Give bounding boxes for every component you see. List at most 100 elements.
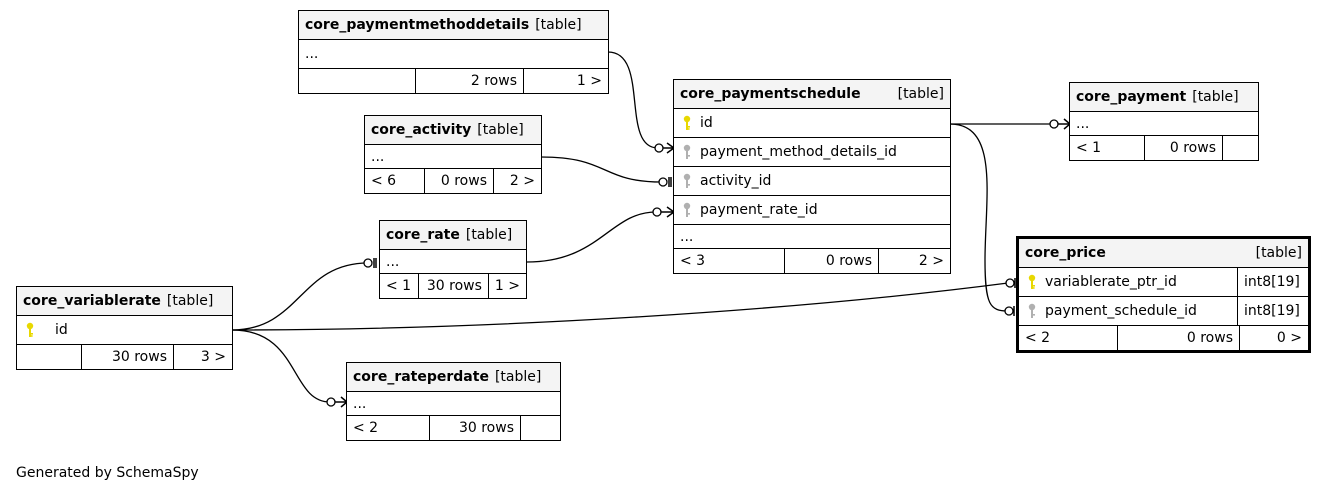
edge-end-circle	[326, 397, 336, 407]
parent-count	[17, 345, 81, 369]
table-header: core_activity [table]	[365, 116, 541, 145]
table-core-activity[interactable]: core_activity [table] ... < 6 0 rows 2 >	[364, 115, 542, 194]
table-header: core_paymentschedule [table]	[674, 80, 950, 109]
foreign-key-icon	[680, 202, 694, 218]
child-count: 1 >	[523, 69, 608, 93]
table-core-variablerate[interactable]: core_variablerate [table] id 30 rows 3 >	[16, 286, 233, 370]
column-name-cell: variablerate_ptr_id	[1019, 268, 1237, 296]
table-kind: [table]	[465, 227, 513, 243]
row-count: 0 rows	[1117, 326, 1239, 350]
edge-paymentschedule-price	[949, 123, 1009, 312]
edge-rate-paymentschedule	[526, 211, 657, 263]
foreign-key-icon	[1025, 303, 1039, 319]
column-row: payment_schedule_id int8[19]	[1019, 297, 1308, 326]
child-count: 2 >	[493, 169, 541, 193]
foreign-key-icon	[680, 144, 694, 160]
generator-credit: Generated by SchemaSpy	[16, 465, 199, 481]
parent-count: < 6	[371, 173, 397, 189]
edge-end-circle	[658, 177, 668, 187]
table-header: core_variablerate [table]	[17, 287, 232, 316]
table-kind: [table]	[1255, 245, 1302, 261]
column-row: id	[17, 316, 232, 345]
columns-ellipsis: ...	[1070, 112, 1258, 136]
column-name: variablerate_ptr_id	[1045, 274, 1177, 290]
row-count: 0 rows	[784, 249, 878, 273]
edge-end-circle	[654, 143, 664, 153]
column-row: variablerate_ptr_id int8[19]	[1019, 268, 1308, 297]
table-kind: [table]	[897, 86, 944, 102]
child-count: 2 >	[878, 249, 950, 273]
child-count	[520, 416, 560, 440]
table-kind: [table]	[535, 17, 582, 33]
table-core-rate[interactable]: core_rate [table] ... < 1 30 rows 1 >	[379, 220, 527, 299]
column-name: payment_rate_id	[700, 202, 818, 218]
column-type: int8[19]	[1237, 297, 1308, 325]
table-kind: [table]	[1192, 89, 1239, 105]
child-count: 1 >	[487, 274, 526, 298]
edge-paymentmethoddetails-paymentschedule	[607, 51, 659, 149]
column-name: payment_schedule_id	[1045, 303, 1197, 319]
child-count: 3 >	[173, 345, 232, 369]
edge-variablerate-rateperdate	[231, 329, 331, 403]
table-name: core_paymentschedule	[680, 86, 861, 102]
column-name: id	[700, 115, 713, 131]
table-name: core_variablerate	[23, 293, 161, 309]
table-name: core_activity	[371, 122, 472, 138]
table-core-paymentmethoddetails[interactable]: core_paymentmethoddetails [table] ... 2 …	[298, 10, 609, 94]
table-header: core_paymentmethoddetails [table]	[299, 11, 608, 40]
child-count	[1222, 136, 1258, 160]
table-core-rateperdate[interactable]: core_rateperdate [table] ... < 2 30 rows	[346, 362, 561, 441]
table-core-price[interactable]: core_price [table] variablerate_ptr_id i…	[1016, 236, 1311, 353]
column-type: int8[19]	[1237, 268, 1308, 296]
column-row: activity_id	[674, 167, 950, 196]
columns-ellipsis: ...	[347, 392, 560, 416]
primary-key-icon	[1025, 274, 1039, 290]
foreign-key-icon	[680, 173, 694, 189]
column-row: id	[674, 109, 950, 138]
edge-end-circle	[1049, 119, 1059, 129]
row-count: 0 rows	[424, 169, 493, 193]
table-footer: 2 rows 1 >	[299, 69, 608, 93]
primary-key-icon	[680, 115, 694, 131]
edge-end-circle	[652, 207, 662, 217]
columns-ellipsis: ...	[365, 145, 541, 169]
table-footer: < 1 30 rows 1 >	[380, 274, 526, 298]
child-count: 0 >	[1239, 326, 1308, 350]
edge-variablerate-rate	[231, 262, 369, 331]
table-header: core_price [table]	[1019, 239, 1308, 268]
primary-key-icon	[23, 322, 37, 338]
table-name: core_paymentmethoddetails	[305, 17, 530, 33]
column-name: payment_method_details_id	[700, 144, 897, 160]
table-kind: [table]	[166, 293, 214, 309]
table-kind: [table]	[477, 122, 524, 138]
table-footer: < 2 0 rows 0 >	[1019, 326, 1308, 350]
column-name-cell: payment_schedule_id	[1019, 297, 1237, 325]
parent-count	[299, 69, 415, 93]
table-core-paymentschedule[interactable]: core_paymentschedule [table] id payment_…	[673, 79, 951, 274]
column-row: payment_method_details_id	[674, 138, 950, 167]
table-core-payment[interactable]: core_payment [table] ... < 1 0 rows	[1069, 82, 1259, 161]
table-footer: < 2 30 rows	[347, 416, 560, 440]
columns-ellipsis: ...	[674, 225, 950, 249]
row-count: 30 rows	[81, 345, 173, 369]
edge-end-circle	[1004, 306, 1014, 316]
one-mark	[373, 258, 377, 268]
table-name: core_payment	[1076, 89, 1187, 105]
table-header: core_rateperdate [table]	[347, 363, 560, 392]
column-name: id	[55, 322, 68, 338]
column-name: activity_id	[700, 173, 772, 189]
table-header: core_payment [table]	[1070, 83, 1258, 112]
row-count: 2 rows	[415, 69, 523, 93]
edge-variablerate-price	[231, 282, 1009, 331]
row-count: 30 rows	[429, 416, 520, 440]
columns-ellipsis: ...	[380, 250, 526, 274]
table-name: core_rate	[386, 227, 460, 243]
table-name: core_price	[1025, 245, 1106, 261]
column-row: payment_rate_id	[674, 196, 950, 225]
table-kind: [table]	[494, 369, 542, 385]
parent-count: < 2	[1025, 330, 1051, 346]
row-count: 0 rows	[1144, 136, 1222, 160]
table-footer: < 1 0 rows	[1070, 136, 1258, 160]
one-mark	[668, 177, 672, 187]
parent-count: < 1	[1076, 140, 1102, 156]
